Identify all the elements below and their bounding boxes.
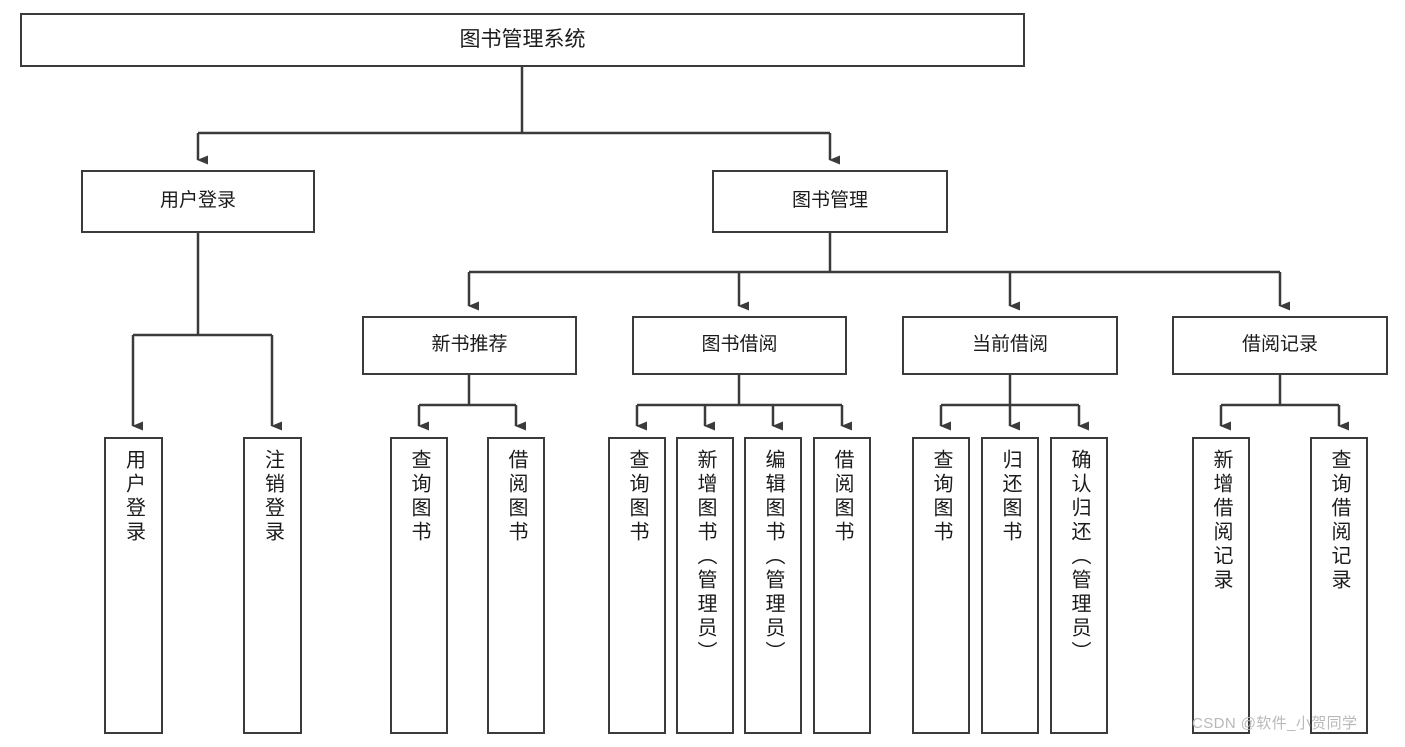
watermark: CSDN @软件_小贺同学 [1192,715,1358,732]
node-label: 用户登录 [122,449,145,545]
leaf-book-borrow-query[interactable]: 查询图书 [608,437,666,734]
node-label: 用户登录 [159,190,236,212]
node-borrow-record[interactable]: 借阅记录 [1172,316,1388,375]
node-label: 编辑图书（管理员） [762,449,784,665]
leaf-record-add[interactable]: 新增借阅记录 [1192,437,1250,734]
node-label: 图书管理系统 [459,27,586,51]
leaf-new-book-query[interactable]: 查询图书 [390,437,448,734]
node-label: 查询图书 [626,449,648,545]
leaf-new-book-borrow[interactable]: 借阅图书 [487,437,545,734]
node-book-management[interactable]: 图书管理 [712,170,948,233]
leaf-record-query[interactable]: 查询借阅记录 [1310,437,1368,734]
leaf-user-login-login[interactable]: 用户登录 [104,437,163,734]
leaf-current-borrow-confirm-return[interactable]: 确认归还（管理员） [1050,437,1108,734]
node-label: 新增借阅记录 [1210,449,1232,593]
leaf-user-login-logout[interactable]: 注销登录 [243,437,302,734]
leaf-current-borrow-query[interactable]: 查询图书 [912,437,970,734]
leaf-book-borrow-add[interactable]: 新增图书（管理员） [676,437,734,734]
node-label: 查询图书 [930,449,952,545]
node-label: 注销登录 [261,449,284,545]
node-new-book-recommend[interactable]: 新书推荐 [362,316,577,375]
node-book-borrow[interactable]: 图书借阅 [632,316,847,375]
node-label: 确认归还（管理员） [1068,449,1090,665]
node-root-library-system[interactable]: 图书管理系统 [20,13,1025,67]
node-label: 借阅图书 [505,449,527,545]
node-label: 当前借阅 [971,334,1048,356]
leaf-book-borrow-edit[interactable]: 编辑图书（管理员） [744,437,802,734]
node-label: 查询图书 [408,449,430,545]
node-label: 归还图书 [999,449,1021,545]
node-label: 查询借阅记录 [1328,449,1350,593]
leaf-current-borrow-return[interactable]: 归还图书 [981,437,1039,734]
node-label: 借阅记录 [1241,334,1318,356]
node-label: 新增图书（管理员） [694,449,716,665]
node-label: 新书推荐 [431,334,508,356]
node-label: 图书借阅 [701,334,778,356]
node-label: 图书管理 [791,190,868,212]
node-user-login[interactable]: 用户登录 [81,170,315,233]
node-label: 借阅图书 [831,449,853,545]
node-current-borrow[interactable]: 当前借阅 [902,316,1118,375]
leaf-book-borrow-borrow[interactable]: 借阅图书 [813,437,871,734]
